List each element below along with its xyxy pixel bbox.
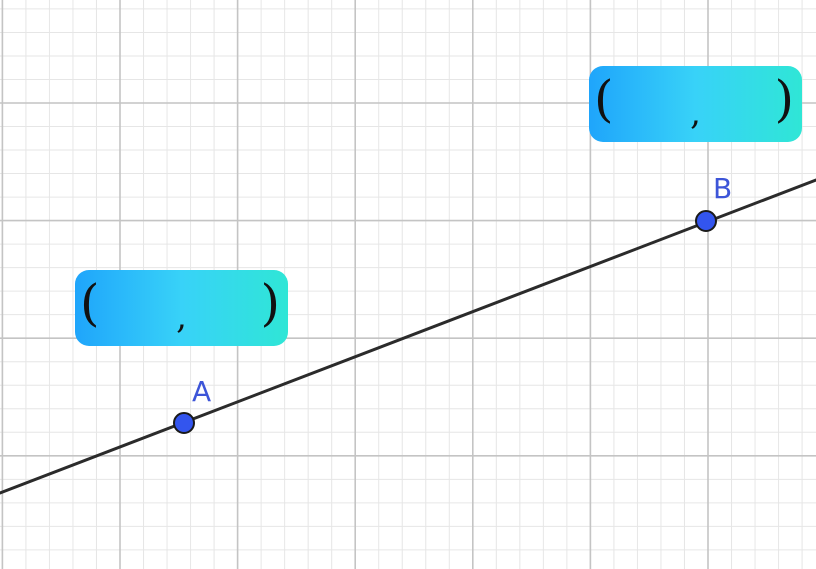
y-coordinate-field-a[interactable] (198, 284, 258, 332)
point-b-label: B (713, 172, 732, 205)
coordinate-input-b: ( , ) (589, 66, 802, 142)
close-parenthesis: ) (260, 274, 280, 332)
point-b[interactable] (695, 210, 717, 232)
line-through-a-b[interactable] (0, 178, 816, 495)
coordinate-input-a: ( , ) (75, 270, 288, 346)
close-parenthesis: ) (774, 70, 794, 128)
comma-separator: , (690, 93, 701, 133)
x-coordinate-field-a[interactable] (105, 284, 165, 332)
point-a[interactable] (173, 412, 195, 434)
comma-separator: , (176, 297, 187, 337)
y-coordinate-field-b[interactable] (712, 80, 772, 128)
x-coordinate-field-b[interactable] (619, 80, 679, 128)
open-parenthesis: ( (594, 70, 614, 128)
point-a-label: A (192, 375, 211, 408)
open-parenthesis: ( (80, 274, 100, 332)
